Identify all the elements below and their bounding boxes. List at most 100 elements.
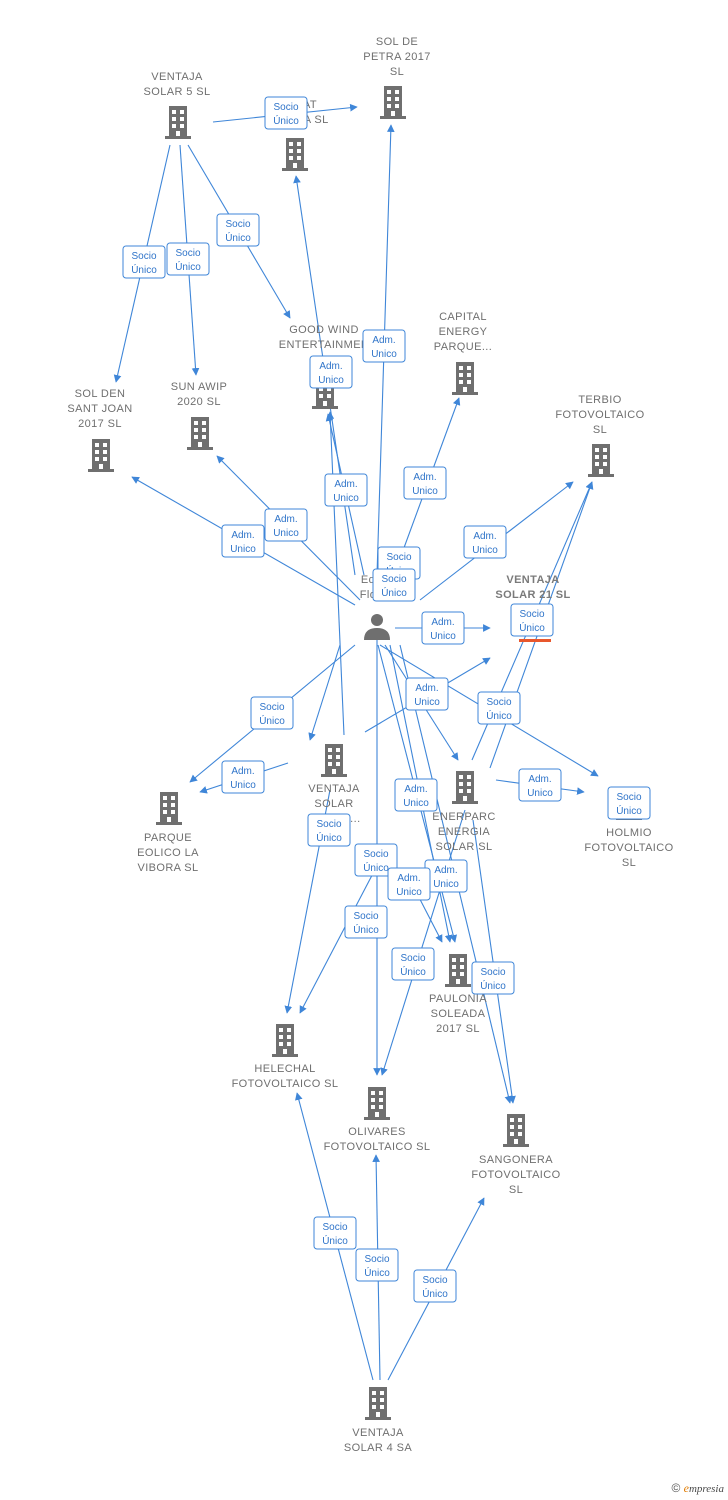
edge-label-person-paulonia[interactable]: Adm.Unico: [518, 768, 562, 802]
edge-arrow: [308, 644, 341, 741]
edge-label-text: Unico: [412, 486, 438, 497]
edge-label-person-sunawip[interactable]: Adm.Unico: [264, 508, 308, 542]
edge-label-text: Adm.: [334, 479, 357, 490]
building-icon: [321, 744, 347, 777]
edge-label-text: Único: [175, 260, 201, 273]
edge-label-person-enerparc[interactable]: Adm.Unico: [405, 677, 449, 711]
edge-label-text: Socio: [273, 102, 298, 113]
building-icon: [452, 771, 478, 804]
node-label: EOLICO LA: [137, 847, 199, 859]
edge-label-text: Socio: [422, 1275, 447, 1286]
node-label: SOL DEN: [75, 388, 126, 400]
edge-label-text: Socio: [519, 609, 544, 620]
edge-label-person-paulonia[interactable]: Adm.Unico: [387, 867, 431, 901]
node-label: FOTOVOLTAICO SL: [324, 1141, 431, 1153]
brand-name: mpresia: [688, 1483, 724, 1495]
building-icon: [380, 86, 406, 119]
edge-label-text: Adm.: [274, 514, 297, 525]
edge-label-box: [250, 696, 294, 730]
edge-label-text: Adm.: [397, 873, 420, 884]
node-label: SANT JOAN: [67, 403, 132, 415]
edge-label-text: Adm.: [319, 361, 342, 372]
edge-label-person-capital[interactable]: Adm.Unico: [403, 466, 447, 500]
edge-label-person-terbio[interactable]: Adm.Unico: [463, 525, 507, 559]
edge-label-box: [394, 778, 438, 812]
edge-label-person-solden[interactable]: Adm.Unico: [221, 524, 265, 558]
edge-arrow: [299, 859, 381, 1014]
edge-label-text: Socio: [386, 552, 411, 563]
edge-label-text: Socio: [131, 251, 156, 262]
edge-label-box: [354, 843, 398, 877]
edge-label-text: Socio: [316, 819, 341, 830]
edge-label-box: [372, 568, 416, 602]
node-label: VENTAJA: [506, 574, 559, 586]
node-label: SOL DE: [376, 36, 418, 48]
edge-label-text: Socio: [381, 574, 406, 585]
edge-label-text: Unico: [403, 798, 429, 809]
edge-label-text: Adm.: [404, 784, 427, 795]
node-label: OLIVARES: [348, 1126, 405, 1138]
edge-label-text: Único: [322, 1234, 348, 1247]
node-label: VIBORA SL: [137, 862, 198, 874]
edge-label-text: Único: [364, 1266, 390, 1279]
footer-brand[interactable]: © empresia: [671, 1481, 724, 1496]
edge-label-person-goodwind[interactable]: Adm.Unico: [324, 473, 368, 507]
edge-label-person-parqueeolico[interactable]: Adm.Unico: [221, 760, 265, 794]
edge-label-text: Socio: [400, 953, 425, 964]
node-label: HOLMIO: [606, 827, 652, 839]
edge-label-box: [477, 691, 521, 725]
node-olivares[interactable]: OLIVARES FOTOVOLTAICO SL: [324, 1087, 431, 1153]
edge-label-box: [221, 760, 265, 794]
edge-label-box: [405, 677, 449, 711]
edge-label-text: Adm.: [431, 617, 454, 628]
edge-line: [299, 859, 381, 1014]
edge-label-text: Único: [259, 714, 285, 727]
edge-label-person-solpetra[interactable]: Adm.Unico: [362, 329, 406, 363]
node-ventajades[interactable]: VENTAJASOLARDES LO...: [307, 744, 360, 825]
edge-label-text: Unico: [433, 879, 459, 890]
node-capital[interactable]: CAPITALENERGYPARQUE...: [434, 311, 492, 395]
edge-label-box: [387, 867, 431, 901]
edge-label-person-murcia[interactable]: Adm.Unico: [309, 355, 353, 389]
edge-label-person-ventaja21[interactable]: Adm.Unico: [421, 611, 465, 645]
edge-label-box: [391, 947, 435, 981]
edge-label-person-helechal[interactable]: Adm.Unico: [424, 859, 468, 893]
edge-label-text: Único: [381, 586, 407, 599]
edge-label-person-holmio[interactable]: Adm. Unico: [394, 778, 438, 812]
edge-label-text: Unico: [371, 349, 397, 360]
node-label: SOLAR 4 SA: [344, 1442, 412, 1454]
